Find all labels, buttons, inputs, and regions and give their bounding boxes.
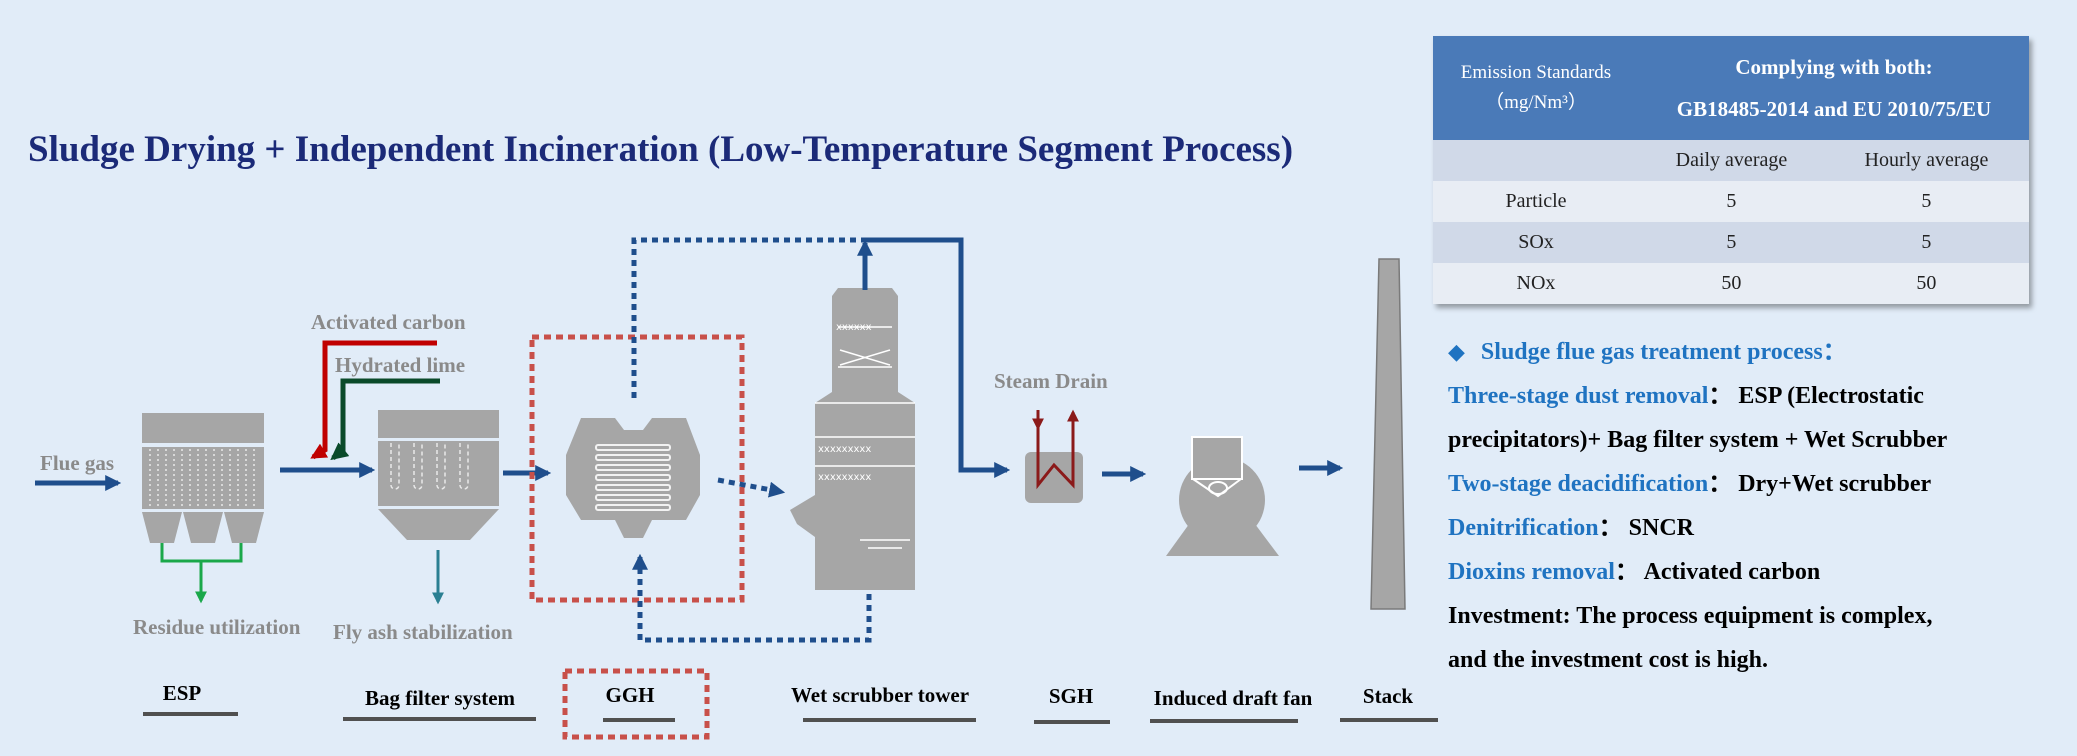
ggh-unit	[566, 418, 700, 538]
deacidification-label: Two-stage deacidification	[1448, 471, 1709, 497]
fly-ash-stabilization-label: Fly ash stabilization	[333, 620, 513, 644]
dust-removal-line: Three-stage dust removal： ESP (Electrost…	[1448, 374, 2068, 418]
bag-filter-unit	[378, 410, 499, 540]
residue-utilization-label: Residue utilization	[133, 615, 301, 639]
ggh-bypass-top-dotted	[631, 237, 869, 398]
activated-carbon-feed	[310, 340, 437, 460]
dioxins-label: Dioxins removal	[1448, 559, 1615, 585]
esp-label: ESP	[162, 681, 202, 705]
investment-line-1: Investment: The process equipment is com…	[1448, 603, 1933, 629]
ggh-label-highlight-box	[562, 668, 710, 740]
scrubber-return-dotted	[631, 553, 872, 643]
activated-carbon-label: Activated carbon	[311, 310, 466, 334]
dust-removal-line-2: precipitators)+ Bag filter system + Wet …	[1448, 427, 1948, 453]
esp-unit	[142, 413, 264, 543]
hydrated-lime-label: Hydrated lime	[335, 353, 466, 377]
deacidification-line: Two-stage deacidification： Dry+Wet scrub…	[1448, 462, 2068, 506]
panel-heading-text: Sludge flue gas treatment process：	[1480, 339, 1847, 365]
page-title: Sludge Drying + Independent Incineration…	[28, 129, 1294, 170]
ggh-label: GGH	[605, 683, 655, 707]
diamond-bullet-icon: ◆	[1448, 339, 1465, 364]
table-header-compliance: Complying with both: GB18485-2014 and EU…	[1639, 36, 2029, 140]
header-compliance-line2: GB18485-2014 and EU 2010/75/EU	[1676, 97, 1992, 121]
row-daily: 50	[1639, 263, 1824, 304]
table-header-row: Emission Standards （mg/Nm³） Complying wi…	[1433, 36, 2029, 140]
wet-scrubber-unit: xxxxxx xxxxxxxxx xxxxxxxxx	[790, 288, 915, 590]
header-compliance-line1: Complying with both:	[1735, 55, 1933, 79]
row-hourly: 5	[1823, 222, 2029, 263]
ggh-highlight-box	[529, 334, 745, 603]
induced-draft-fan-label: Induced draft fan	[1153, 686, 1313, 710]
sgh-label: SGH	[1048, 684, 1094, 708]
row-daily: 5	[1639, 222, 1824, 263]
panel-heading: ◆ Sludge flue gas treatment process：	[1448, 330, 2068, 374]
col-hourly-average: Hourly average	[1823, 140, 2029, 181]
emission-standards-table: Emission Standards （mg/Nm³） Complying wi…	[1433, 36, 2029, 304]
table-subheader-empty	[1433, 140, 1639, 181]
stack-label: Stack	[1362, 684, 1414, 708]
row-name: Particle	[1433, 181, 1639, 222]
deacidification-text: ： Dry+Wet scrubber	[1708, 471, 1932, 497]
bag-filter-label: Bag filter system	[364, 686, 516, 710]
svg-text:xxxxxxxxx: xxxxxxxxx	[818, 444, 871, 455]
steam-drain-line	[1036, 420, 1075, 490]
sgh-label-underline	[1034, 720, 1110, 724]
bag-filter-label-underline	[343, 717, 536, 721]
row-hourly: 5	[1823, 181, 2029, 222]
ggh-to-scrubber-dotted	[717, 477, 786, 498]
dust-removal-text: ： ESP (Electrostatic	[1708, 383, 1924, 409]
steam-drain-label: Steam Drain	[994, 369, 1108, 393]
hydrated-lime-feed	[330, 378, 440, 461]
induced-draft-fan-unit	[1166, 436, 1279, 556]
residue-collector-line	[160, 543, 243, 563]
denitrification-text: ： SNCR	[1598, 515, 1694, 541]
scrubber-to-sgh-arrow	[865, 237, 1011, 479]
header-standards-unit: （mg/Nm³）	[1485, 92, 1587, 113]
denitrification-line: Denitrification： SNCR	[1448, 506, 2068, 550]
dioxins-text: ： Activated carbon	[1614, 559, 1821, 585]
wet-scrubber-label-underline	[803, 718, 976, 722]
denitrification-label: Denitrification	[1448, 515, 1599, 541]
table-row: SOx 5 5	[1433, 222, 2029, 263]
wet-scrubber-label: Wet scrubber tower	[790, 683, 970, 707]
table-row: Particle 5 5	[1433, 181, 2029, 222]
row-hourly: 50	[1823, 263, 2029, 304]
process-description-panel: ◆ Sludge flue gas treatment process： Thre…	[1448, 330, 2068, 682]
stack-unit	[1370, 258, 1406, 610]
col-daily-average: Daily average	[1639, 140, 1824, 181]
esp-label-underline	[143, 712, 238, 716]
dioxins-line: Dioxins removal： Activated carbon	[1448, 550, 2068, 594]
row-name: NOx	[1433, 263, 1639, 304]
table-row: NOx 50 50	[1433, 263, 2029, 304]
svg-text:xxxxxx: xxxxxx	[836, 322, 872, 333]
investment-line-2: and the investment cost is high.	[1448, 647, 1769, 673]
table-subheader-row: Daily average Hourly average	[1433, 140, 2029, 181]
ggh-label-underline	[603, 718, 675, 722]
svg-text:xxxxxxxxx: xxxxxxxxx	[818, 472, 871, 483]
row-daily: 5	[1639, 181, 1824, 222]
dust-removal-label: Three-stage dust removal	[1448, 383, 1709, 409]
stack-label-underline	[1340, 718, 1438, 722]
table-header-standards: Emission Standards （mg/Nm³）	[1433, 36, 1639, 140]
flue-gas-label: Flue gas	[40, 451, 115, 475]
induced-draft-fan-label-underline	[1150, 719, 1298, 723]
row-name: SOx	[1433, 222, 1639, 263]
header-standards-line1: Emission Standards	[1460, 62, 1612, 83]
